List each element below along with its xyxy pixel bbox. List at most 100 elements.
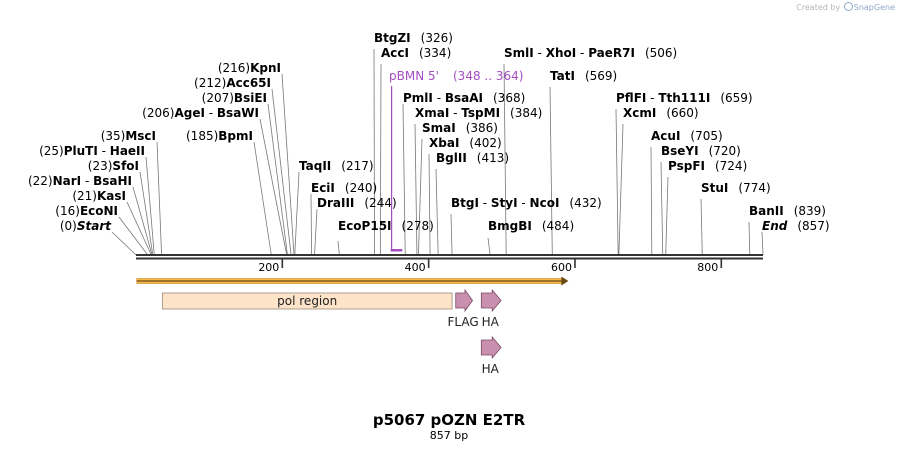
enzyme-name: TspMI <box>461 106 500 120</box>
site-label-pmli-bsaai[interactable]: PmlI - BsaAI(368) <box>403 91 525 105</box>
site-label-pspfi[interactable]: PspFI(724) <box>668 159 747 173</box>
enzyme-name: - <box>518 196 530 210</box>
site-label-start[interactable]: (0)Start <box>60 219 112 233</box>
site-line-acci <box>379 63 382 256</box>
site-label-taqii[interactable]: TaqII(217) <box>299 159 374 173</box>
site-label-banii[interactable]: BanII(839) <box>749 204 826 218</box>
feature-ha-2[interactable]: HA <box>480 335 502 376</box>
enzyme-name: AgeI <box>174 106 204 120</box>
site-label-kasi[interactable]: (21)KasI <box>72 189 126 203</box>
site-position: (724) <box>715 159 747 173</box>
site-label-ecii[interactable]: EciI(240) <box>311 181 377 195</box>
primer-bar[interactable] <box>390 249 403 252</box>
enzyme-name: NcoI <box>530 196 560 210</box>
site-line-bsiei <box>267 103 288 256</box>
orf-arrowhead <box>561 276 569 286</box>
site-label-xbai[interactable]: XbaI (402) <box>429 136 502 150</box>
site-label-smli-xhoi-paer7i[interactable]: SmlI - XhoI - PaeR7I(506) <box>504 46 677 60</box>
site-line-btgi-styi-ncoi <box>450 213 453 256</box>
site-position: (705) <box>690 129 722 143</box>
enzyme-name: StyI <box>491 196 518 210</box>
enzyme-name: EcoNI <box>80 204 118 218</box>
site-label-sfoi[interactable]: (23)SfoI <box>88 159 139 173</box>
map-length: 857 bp <box>430 429 468 442</box>
site-label-tati[interactable]: TatI(569) <box>550 69 617 83</box>
enzyme-name: XbaI <box>429 136 459 150</box>
site-label-agei-bsawi[interactable]: (206)AgeI - BsaWI <box>142 106 259 120</box>
site-label-xcmi[interactable]: XcmI(660) <box>623 106 699 120</box>
site-position: (774) <box>738 181 770 195</box>
credit-brand: SnapGene <box>853 3 895 12</box>
feature-arrow[interactable] <box>455 288 474 313</box>
site-position: (569) <box>585 69 617 83</box>
enzyme-name: Start <box>77 219 112 233</box>
site-line-nari-bsahi <box>132 186 153 256</box>
site-label-bseyi[interactable]: BseYI(720) <box>661 144 741 158</box>
feature-pol-region[interactable]: pol region <box>161 292 453 310</box>
site-label-btgzi[interactable]: BtgZI(326) <box>374 31 453 45</box>
site-label-bmgbi[interactable]: BmgBI(484) <box>488 219 574 233</box>
site-label-draiii[interactable]: DraIII(244) <box>317 196 397 210</box>
site-label-smai[interactable]: SmaI (386) <box>422 121 498 135</box>
enzyme-name: PluTI <box>64 144 98 158</box>
feature-flag[interactable]: FLAG <box>448 288 479 329</box>
enzyme-name: - <box>576 46 588 60</box>
site-position: (23) <box>88 159 113 173</box>
tick-label-200: 200 <box>258 261 279 274</box>
site-line-pmli-bsaai <box>402 103 406 256</box>
site-label-acui[interactable]: AcuI(705) <box>651 129 723 143</box>
site-position: (857) <box>797 219 829 233</box>
tick-label-400: 400 <box>405 261 426 274</box>
site-line-ecii <box>310 193 312 256</box>
site-label-btgi-styi-ncoi[interactable]: BtgI - StyI - NcoI(432) <box>451 196 602 210</box>
site-label-bpmi[interactable]: (185)BpmI <box>186 129 253 143</box>
feature-box[interactable] <box>161 292 453 310</box>
site-line-pspfi <box>665 176 669 256</box>
enzyme-name: SmaI <box>422 121 456 135</box>
snapgene-credit: Created by SnapGene <box>796 2 895 12</box>
enzyme-name: Tth111I <box>658 91 710 105</box>
site-line-agei-bsawi <box>259 118 288 256</box>
site-line-taqii <box>294 171 300 256</box>
site-label-msci[interactable]: (35)MscI <box>101 129 156 143</box>
site-position: (386) <box>466 121 498 135</box>
site-position: (25) <box>39 144 64 158</box>
primer-range: (348 .. 364) <box>453 69 523 83</box>
site-label-acci[interactable]: AccI(334) <box>381 46 451 60</box>
primer-annotation: pBMN 5' (348 .. 364) <box>389 69 523 252</box>
site-position: (402) <box>469 136 501 150</box>
site-position: (21) <box>72 189 97 203</box>
feature-ha[interactable]: HA <box>480 288 502 329</box>
site-label-kpni[interactable]: (216)KpnI <box>218 61 281 75</box>
site-line-pflfi-tth111i <box>615 108 619 256</box>
site-label-pluti-haeii[interactable]: (25)PluTI - HaeII <box>39 144 145 158</box>
enzyme-name: XcmI <box>623 106 656 120</box>
enzyme-name: BglII <box>436 151 467 165</box>
site-label-econi[interactable]: (16)EcoNI <box>55 204 118 218</box>
primer-name[interactable]: pBMN 5' <box>389 69 439 83</box>
site-label-ecop15i[interactable]: EcoP15I(278) <box>338 219 434 233</box>
site-label-acc65i[interactable]: (212)Acc65I <box>194 76 271 90</box>
enzyme-name: NarI <box>53 174 82 188</box>
site-label-xmai-tspmi[interactable]: XmaI - TspMI(384) <box>415 106 542 120</box>
enzyme-name: BsiEI <box>234 91 267 105</box>
enzyme-name: SfoI <box>112 159 139 173</box>
site-label-pflfi-tth111i[interactable]: PflFI - Tth111I(659) <box>616 91 753 105</box>
enzyme-name: BsaWI <box>217 106 259 120</box>
site-line-start <box>111 231 137 256</box>
feature-arrow[interactable] <box>480 335 502 360</box>
enzyme-name: Acc65I <box>226 76 271 90</box>
site-label-bglii[interactable]: BglII(413) <box>436 151 509 165</box>
site-label-bsiei[interactable]: (207)BsiEI <box>202 91 267 105</box>
orf-arrow[interactable] <box>136 276 569 286</box>
site-label-end[interactable]: End(857) <box>762 219 830 233</box>
site-position: (35) <box>101 129 126 143</box>
enzyme-name: KasI <box>97 189 126 203</box>
tick-label-600: 600 <box>551 261 572 274</box>
site-line-smli-xhoi-paer7i <box>503 63 507 256</box>
site-label-stui[interactable]: StuI(774) <box>701 181 771 195</box>
site-label-nari-bsahi[interactable]: (22)NarI - BsaHI <box>28 174 132 188</box>
site-line-end <box>761 231 764 256</box>
feature-arrow[interactable] <box>480 288 502 313</box>
